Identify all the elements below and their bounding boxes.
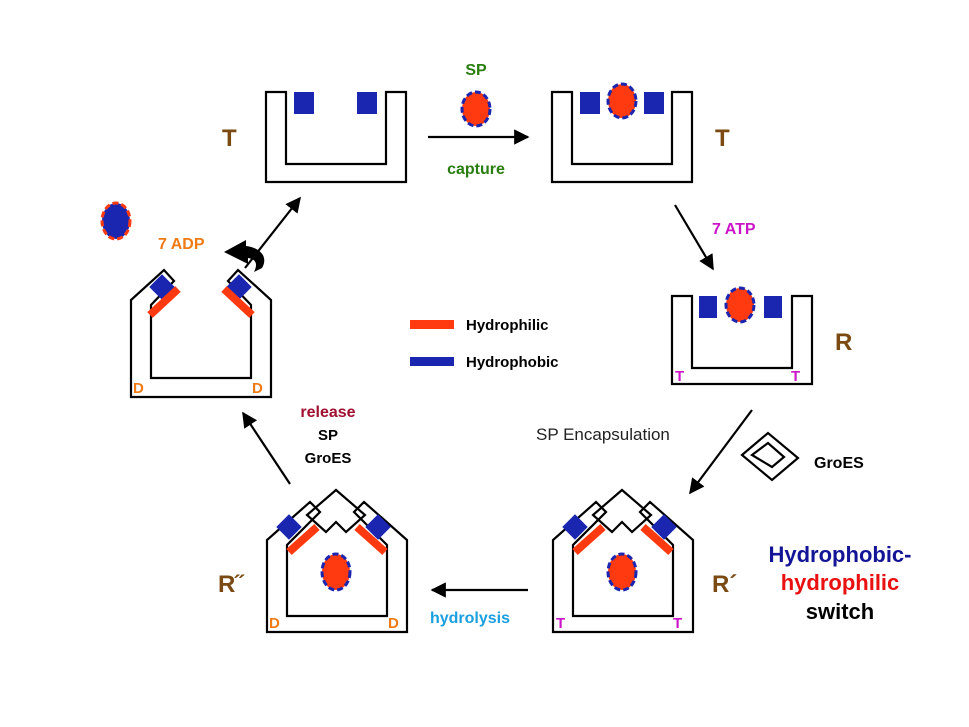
switch-line-2: hydrophilic: [781, 570, 900, 595]
substrate-protein: [606, 552, 638, 592]
hydrolysis-label: hydrolysis: [430, 610, 510, 627]
hydrophobic-swatch: [410, 357, 454, 366]
hydrophobic-site: [276, 514, 302, 540]
encapsulation-step: SP Encapsulation GroES: [536, 409, 864, 495]
legend: Hydrophilic Hydrophobic: [410, 317, 559, 371]
cage-outline: [129, 268, 273, 399]
corner-mark-t: T: [675, 368, 684, 385]
adp-curved-arrow: [224, 240, 265, 272]
hydrophilic-site: [286, 524, 320, 555]
state-label-t: T: [222, 125, 237, 152]
corner-mark-d: D: [252, 380, 263, 397]
state-t-top-right: T: [550, 82, 730, 184]
substrate-protein: [724, 286, 756, 324]
groes-lid: [740, 431, 800, 482]
hydrophobic-site: [651, 514, 677, 540]
hydrophobic-site: [764, 296, 782, 318]
encapsulation-label: SP Encapsulation: [536, 425, 670, 444]
hydrophilic-site: [640, 524, 674, 555]
switch-line-3: switch: [806, 599, 874, 624]
hydrophobic-site: [562, 514, 588, 540]
hydrophobic-site: [357, 92, 377, 114]
corner-mark-d: D: [133, 380, 144, 397]
cage-outline: [551, 500, 695, 634]
state-label-r-prime: R´: [712, 571, 737, 598]
state-adp-open: D D: [129, 268, 273, 399]
state-label-r: R: [835, 329, 852, 356]
switch-line-1: Hydrophobic-: [769, 542, 912, 567]
corner-mark-t: T: [556, 615, 565, 632]
corner-mark-t: T: [791, 368, 800, 385]
cage-outline: [670, 294, 814, 386]
legend-hydrophilic: Hydrophilic: [466, 317, 549, 334]
cage-outline: [264, 90, 408, 184]
atp-label: 7 ATP: [712, 221, 756, 238]
groes-cap: [305, 488, 367, 534]
sp-label: SP: [465, 62, 487, 79]
state-r-double-prime: D D R˝: [218, 488, 409, 634]
hydrophobic-site: [699, 296, 717, 318]
cage-outline: [265, 500, 409, 634]
hydrophilic-site: [572, 524, 606, 555]
corner-mark-t: T: [673, 615, 682, 632]
hydrophilic-site: [221, 286, 255, 318]
groes-cap: [591, 488, 653, 534]
capture-step: SP capture: [428, 62, 530, 178]
legend-hydrophobic: Hydrophobic: [466, 354, 559, 371]
hydrophobic-site: [644, 92, 664, 114]
hydrophobic-site: [580, 92, 600, 114]
atp-step: 7 ATP: [674, 204, 756, 271]
corner-mark-d: D: [388, 615, 399, 632]
release-arrow: [242, 411, 291, 485]
substrate-protein: [460, 90, 492, 128]
substrate-protein: [320, 552, 352, 592]
released-substrate-protein: [100, 201, 132, 241]
hydrophilic-site: [354, 524, 388, 555]
cage-outline: [550, 90, 694, 184]
hydrolysis-step: hydrolysis: [430, 582, 528, 627]
switch-label: Hydrophobic- hydrophilic switch: [769, 542, 912, 624]
release-groes-label: GroES: [305, 450, 352, 467]
state-r-prime: T T R´: [551, 488, 737, 634]
release-sp-label: SP: [318, 427, 338, 444]
hydrophilic-swatch: [410, 320, 454, 329]
release-label: release: [300, 404, 355, 421]
state-t-top-left: T: [222, 90, 408, 184]
state-label-t: T: [715, 125, 730, 152]
hydrophilic-site: [147, 286, 181, 318]
adp-label: 7 ADP: [158, 236, 205, 253]
hydrophobic-site: [294, 92, 314, 114]
groes-label: GroES: [814, 455, 864, 472]
adp-step: 7 ADP: [100, 196, 301, 272]
hydrophobic-site: [365, 514, 391, 540]
reset-arrow: [244, 196, 301, 269]
release-step: release SP GroES: [242, 404, 356, 485]
atp-arrow: [674, 204, 714, 271]
capture-label: capture: [447, 161, 505, 178]
state-r: T T R: [670, 286, 852, 386]
encapsulation-arrow: [689, 409, 753, 495]
state-label-r-double-prime: R˝: [218, 571, 245, 598]
substrate-protein: [606, 82, 638, 120]
corner-mark-d: D: [269, 615, 280, 632]
